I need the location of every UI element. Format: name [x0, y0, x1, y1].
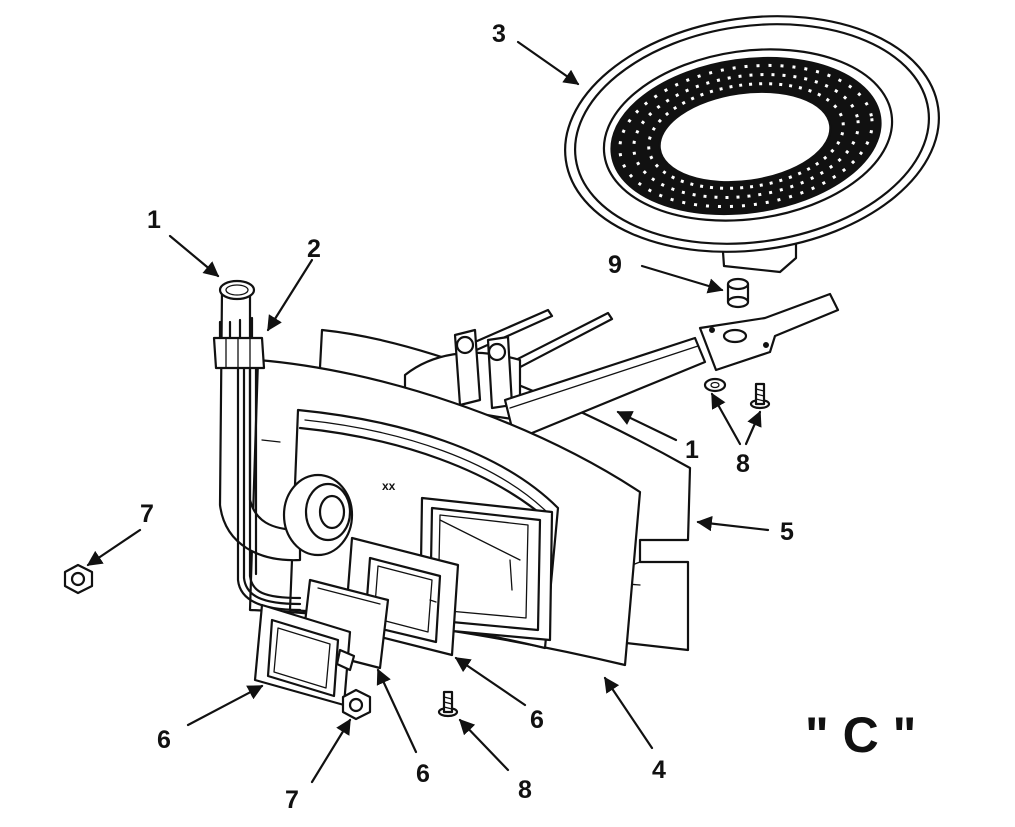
wire-clip: [212, 316, 266, 370]
nut-bottom-part: [341, 688, 372, 721]
gasket-left-part: [253, 603, 356, 707]
leader-arrows: [86, 40, 770, 784]
view-label: " C ": [805, 707, 916, 763]
svg-text:xx: xx: [382, 479, 396, 493]
callout-label-pipe-right: 1: [685, 436, 699, 464]
callout-label-wire-clip: 2: [307, 235, 321, 263]
mounting-bracket-right: [698, 292, 840, 372]
callout-label-cover-panel: 5: [780, 518, 794, 546]
washer-right-part: [703, 377, 727, 393]
callout-label-nut-bottom: 7: [285, 786, 299, 814]
wire-bundle: [236, 338, 302, 612]
screw-bottom-part: [437, 690, 459, 718]
callout-label-screw-bottom: 8: [518, 776, 532, 804]
callout-label-nut-left: 7: [140, 500, 154, 528]
callout-label-burner: 3: [492, 20, 506, 48]
callout-label-gasket-right: 6: [530, 706, 544, 734]
callout-label-screw-right: 8: [736, 450, 750, 478]
callout-label-orifice: 9: [608, 251, 622, 279]
callout-label-pipe-top: 1: [147, 206, 161, 234]
pipe-elbow: [282, 473, 354, 557]
screw-right-part: [749, 382, 771, 410]
nut-left-part: [63, 563, 94, 595]
burner-ring: [564, 15, 940, 274]
callout-label-gasket-left: 6: [157, 726, 171, 754]
orifice-part: [726, 277, 750, 309]
callout-label-bracket: 4: [652, 756, 666, 784]
callout-label-gasket-middle: 6: [416, 760, 430, 788]
